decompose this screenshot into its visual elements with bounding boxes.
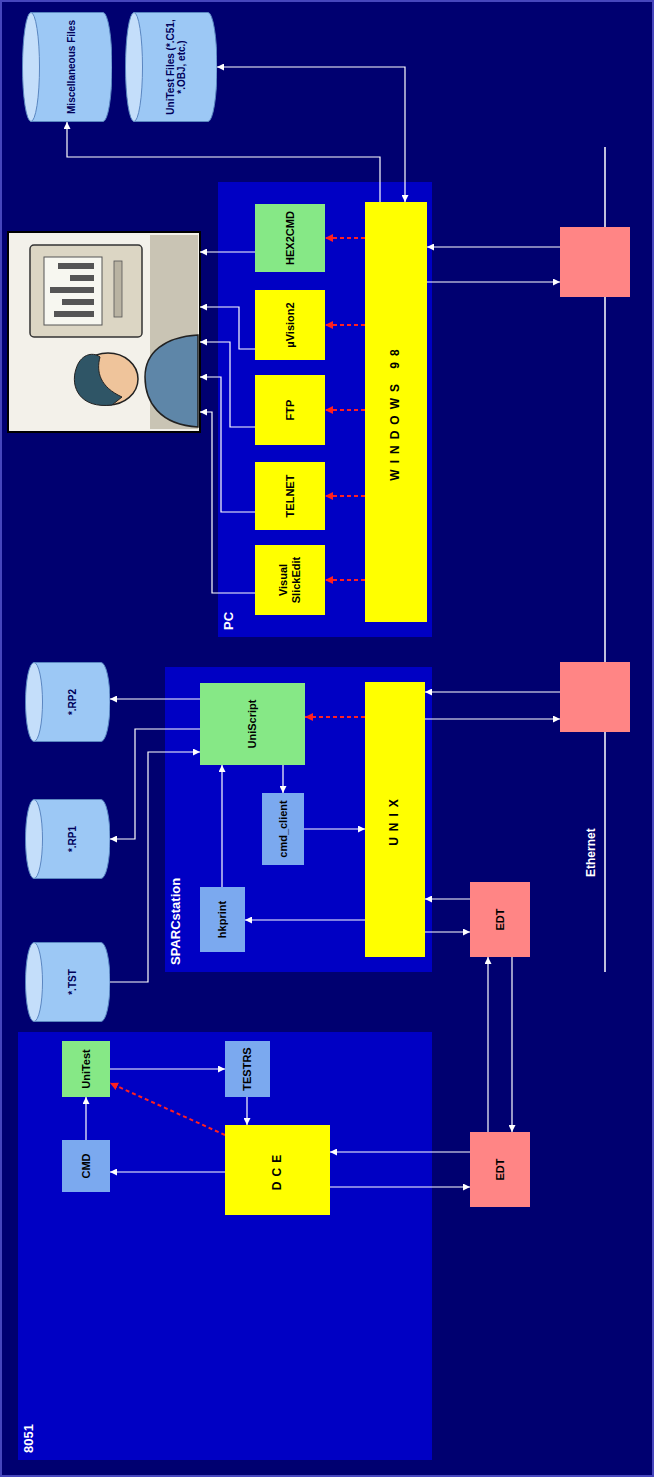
box-label: UniTest	[80, 1049, 93, 1089]
os-box: DCE	[225, 1125, 330, 1215]
file-store: Miscellaneous Files	[22, 12, 112, 122]
process-box: UniTest	[62, 1041, 110, 1097]
control-arrow	[325, 579, 365, 581]
process-box: UniScript	[200, 683, 305, 765]
network-interface	[560, 227, 630, 297]
application-box: Visual SlickEdit	[255, 545, 325, 615]
cylinder-body	[31, 13, 112, 122]
network-link	[427, 281, 560, 282]
person-body	[145, 335, 198, 427]
user-link	[200, 412, 255, 593]
os-box: WINDOWS 98	[365, 202, 427, 622]
box-label: *.RP2	[67, 689, 79, 715]
screen-bar	[58, 263, 94, 269]
box-label: HEX2CMD	[284, 211, 297, 265]
box-label: UniScript	[246, 700, 259, 749]
cylinder-body	[34, 800, 110, 879]
process-box: cmd_client	[262, 793, 304, 865]
box-label: Miscellaneous Files	[66, 20, 78, 114]
box-label: *.TST	[67, 969, 79, 995]
interface-box: EDT	[470, 1132, 530, 1207]
panel-title: PC	[218, 182, 241, 637]
box-label: EDT	[494, 909, 507, 931]
cylinder-top	[126, 13, 143, 122]
file-store: UniTest Files (*.C51, *.OBJ, etc.)	[125, 12, 217, 122]
process-box: CMD	[62, 1140, 110, 1192]
box-label: Visual SlickEdit	[277, 548, 302, 612]
label-holder: Ethernet	[585, 828, 599, 877]
application-box: FTP	[255, 375, 325, 445]
screen-bar	[62, 299, 94, 305]
box-label: TELNET	[284, 475, 297, 518]
box-label: DCE	[271, 1150, 285, 1190]
data-arrow	[511, 957, 512, 1132]
network-link	[425, 718, 560, 719]
panel-title: SPARCstation	[165, 667, 188, 972]
screen-bar	[54, 311, 94, 317]
cylinder-top	[26, 663, 43, 742]
network-link	[425, 691, 560, 692]
cylinder-body	[134, 13, 217, 122]
box-label: µVision2	[284, 302, 297, 347]
data-arrow	[487, 957, 488, 1132]
process-box: TESTRS	[225, 1041, 270, 1097]
box-label: FTP	[284, 400, 297, 421]
file-store: *.TST	[25, 942, 110, 1022]
file-store: *.RP1	[25, 799, 110, 879]
drive-slot	[114, 261, 122, 317]
application-box: TELNET	[255, 462, 325, 530]
box-label: WINDOWS 98	[389, 343, 403, 480]
application-box: µVision2	[255, 290, 325, 360]
box-label: cmd_client	[277, 800, 290, 857]
box-label: TESTRS	[241, 1047, 254, 1090]
box-label: hkprint	[216, 901, 229, 938]
process-box: hkprint	[200, 887, 245, 952]
network-link	[427, 246, 560, 247]
control-arrow	[325, 409, 365, 411]
user-link	[200, 377, 255, 512]
cylinder-top	[23, 13, 40, 122]
box-label: UNIX	[388, 793, 402, 846]
cylinder-body	[34, 663, 110, 742]
network-interface	[560, 662, 630, 732]
cylinder-top	[26, 800, 43, 879]
network-label: Ethernet	[585, 828, 599, 877]
cylinder-body	[34, 943, 110, 1022]
control-arrow	[325, 495, 365, 497]
user-illustration	[8, 232, 200, 432]
panel-title: 8051	[18, 1032, 41, 1460]
person-hair	[74, 354, 122, 405]
system-panel: SPARCstation hkprint cmd_client UniScriptUN…	[165, 667, 432, 972]
system-panel: 8051 CMD UniTest TESTRS DCE	[18, 1032, 432, 1460]
screen-bar	[50, 287, 94, 293]
box-label: CMD	[80, 1153, 93, 1178]
interface-box: EDT	[470, 882, 530, 957]
box-label: EDT	[494, 1159, 507, 1181]
box-label: *.RP1	[67, 826, 79, 852]
box-label: UniTest Files (*.C51, *.OBJ, etc.)	[165, 17, 188, 117]
application-box: HEX2CMD	[255, 204, 325, 272]
monitor	[30, 245, 142, 337]
data-arrow	[217, 67, 405, 202]
illustration-frame	[8, 232, 200, 432]
monitor-screen	[44, 257, 102, 325]
os-box: UNIX	[365, 682, 425, 957]
screen-bar	[70, 275, 94, 281]
file-store: *.RP2	[25, 662, 110, 742]
cylinder-top	[26, 943, 43, 1022]
system-panel: PC Visual SlickEdit TELNET FTP µVision2 HEX2C…	[218, 182, 432, 637]
edge-group	[67, 67, 512, 1187]
